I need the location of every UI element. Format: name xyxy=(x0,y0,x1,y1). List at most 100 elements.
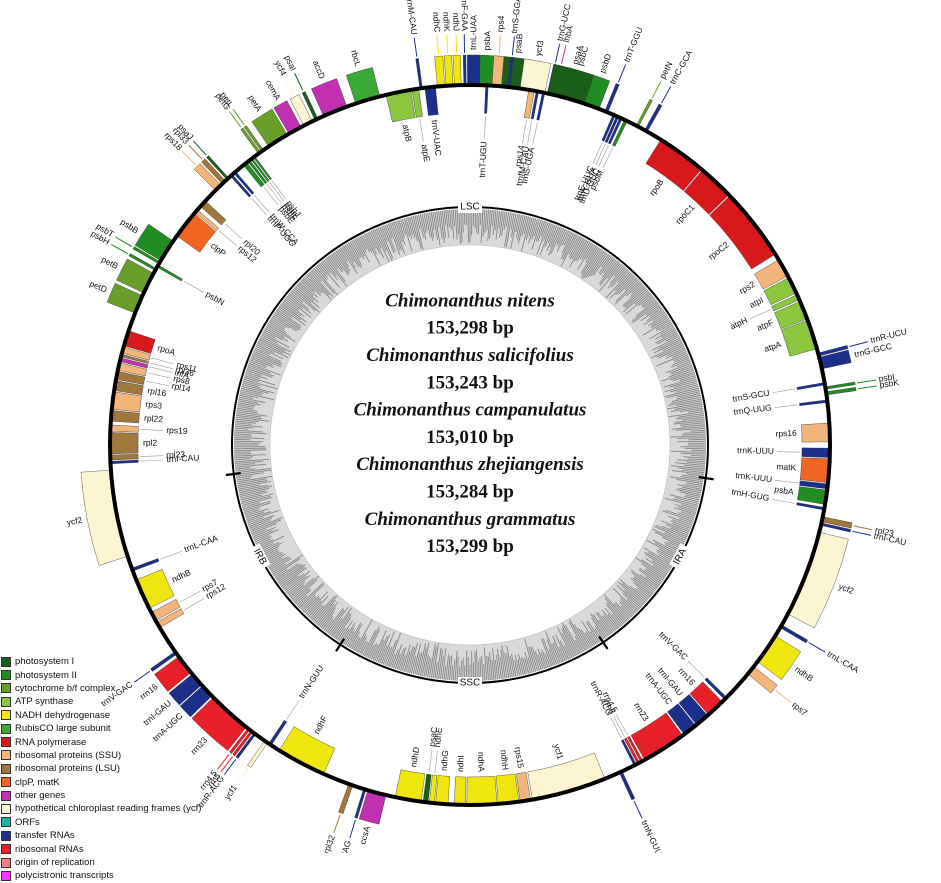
leader-line-psbM xyxy=(603,148,613,169)
gene-block-trnL-UAA xyxy=(467,55,480,85)
legend-label: polycistronic transcripts xyxy=(15,870,114,881)
gene-block-psbB xyxy=(135,224,173,261)
gene-label-psbK: psbK xyxy=(879,377,900,390)
leader-line-psbN xyxy=(184,281,204,292)
leader-line-psbJ xyxy=(272,181,286,199)
gene-block-ycf2 xyxy=(81,470,128,565)
gene-label-psbN: psbN xyxy=(204,289,226,308)
legend-item: cytochrome b/f complex xyxy=(1,682,301,695)
gene-block-psbL xyxy=(251,158,269,181)
gene-label-trnK-UUU: trnK-UUU xyxy=(735,470,773,484)
leader-line-psbL xyxy=(270,183,284,201)
gene-label-ndhB: ndhB xyxy=(170,567,193,584)
legend-label: hypothetical chloroplast reading frames … xyxy=(15,803,201,814)
legend-item: ribosomal proteins (SSU) xyxy=(1,749,301,762)
gene-block-rpl32 xyxy=(339,784,353,814)
leader-line-ndhC xyxy=(437,35,439,54)
gene-label-ndhA: ndhA xyxy=(476,752,487,773)
region-label-ssc: SSC xyxy=(460,678,481,689)
legend-label: ATP synthase xyxy=(15,696,73,707)
gene-label-ndhF: ndhF xyxy=(311,714,329,736)
gene-label-psbA: psbA xyxy=(774,484,795,497)
gene-block-trnM-CAU xyxy=(416,58,423,88)
gene-block-psbA xyxy=(797,487,827,505)
legend-item: photosystem I xyxy=(1,655,301,668)
legend-label: ribosomal RNAs xyxy=(15,844,84,855)
species-name: Chimonanthus salicifolius xyxy=(366,345,574,366)
leader-line-rpl32 xyxy=(334,815,340,833)
leader-line-trnN-GUU xyxy=(634,801,642,818)
gene-block-trnN-GUU xyxy=(619,771,635,800)
leader-line-psbI xyxy=(857,380,876,383)
gene-label-ndhD: ndhD xyxy=(408,746,421,768)
legend-item: hypothetical chloroplast reading frames … xyxy=(1,802,301,815)
gene-label-rpl2: rpl2 xyxy=(143,438,157,448)
gene-block-ndhI xyxy=(454,777,466,805)
gene-block-ndhB xyxy=(758,636,801,680)
gene-label-atpB: atpB xyxy=(401,123,414,142)
gene-block-trnL-CAA xyxy=(780,625,808,643)
gene-label-petD: petD xyxy=(88,278,108,294)
genome-size: 153,243 bp xyxy=(426,372,514,393)
leader-line-rps4 xyxy=(499,35,500,54)
legend-item: clpP, matK xyxy=(1,776,301,789)
genome-size: 153,298 bp xyxy=(426,318,514,339)
leader-line-rps14 xyxy=(523,120,527,143)
legend: photosystem I photosystem II cytochrome … xyxy=(1,655,301,883)
legend-label: cytochrome b/f complex xyxy=(15,683,115,694)
gene-label-rps3: rps3 xyxy=(145,399,163,411)
leader-line-rpl33 xyxy=(189,145,202,159)
leader-line-trnI-CAU xyxy=(140,460,163,461)
legend-swatch xyxy=(1,764,11,774)
leader-line-psaJ xyxy=(193,141,206,155)
gene-label-ndhG: ndhG xyxy=(439,750,451,772)
genome-size: 153,010 bp xyxy=(426,427,514,448)
gene-label-rbcL: rbcL xyxy=(349,49,363,68)
gene-label-ndhB: ndhB xyxy=(793,664,815,684)
gene-label-trnH-GUG: trnH-GUG xyxy=(731,486,770,503)
gene-label-rpl32: rpl32 xyxy=(321,833,337,853)
legend-item: ATP synthase xyxy=(1,695,301,708)
leader-line-ndhK xyxy=(447,35,448,54)
gene-block-rpl22 xyxy=(111,410,140,423)
legend-label: photosystem I xyxy=(15,656,74,667)
legend-item: origin of replication xyxy=(1,856,301,869)
gene-label-accD: accD xyxy=(311,59,328,81)
legend-swatch xyxy=(1,710,11,720)
gene-block-trnQ-UUG xyxy=(799,400,827,406)
gene-label-trnS-GGA: trnS-GGA xyxy=(509,0,523,34)
gene-label-trnN-GUU: trnN-GUU xyxy=(639,819,664,853)
leader-line-petN xyxy=(652,81,661,98)
gene-block-matK xyxy=(800,458,830,483)
leader-line-trnE-UUC xyxy=(593,143,602,164)
gene-label-rps15: rps15 xyxy=(513,746,526,769)
leader-line-rps12 xyxy=(219,231,236,246)
leader-line-lhbA xyxy=(562,45,566,63)
gene-label-rps16: rps16 xyxy=(775,428,797,439)
gene-block-trnS-UGA xyxy=(537,92,545,120)
leader-line-trnL-CAA xyxy=(809,642,825,652)
legend-swatch xyxy=(1,858,11,868)
gene-label-rps2: rps2 xyxy=(737,279,757,296)
leader-line-rps7 xyxy=(180,591,200,602)
gene-label-ndhI: ndhI xyxy=(455,755,465,772)
legend-swatch xyxy=(1,697,11,707)
gene-block-ycf2 xyxy=(788,532,849,628)
gene-label-ycf3: ycf3 xyxy=(533,39,546,56)
gene-label-psaB: psaB xyxy=(512,33,524,54)
gene-block-ndhJ xyxy=(453,55,461,85)
legend-item: NADH dehydrogenase xyxy=(1,709,301,722)
leader-line-psbT xyxy=(116,237,132,247)
gene-label-trnK-UUU: trnK-UUU xyxy=(737,445,774,456)
legend-item: ribosomal proteins (LSU) xyxy=(1,762,301,775)
leader-line-trnK-UUU xyxy=(775,480,798,483)
species-name: Chimonanthus campanulatus xyxy=(354,400,587,421)
gene-label-trnV-GAC: trnV-GAC xyxy=(657,629,690,662)
gene-label-rps19: rps19 xyxy=(166,425,188,436)
gene-label-rpoB: rpoB xyxy=(647,177,666,198)
gene-block-trnF-GAA xyxy=(463,55,466,85)
legend-swatch xyxy=(1,871,11,881)
leader-line-ndhJ xyxy=(456,34,457,53)
leader-line-rps8 xyxy=(148,373,170,378)
species-name: Chimonanthus nitens xyxy=(385,290,555,311)
